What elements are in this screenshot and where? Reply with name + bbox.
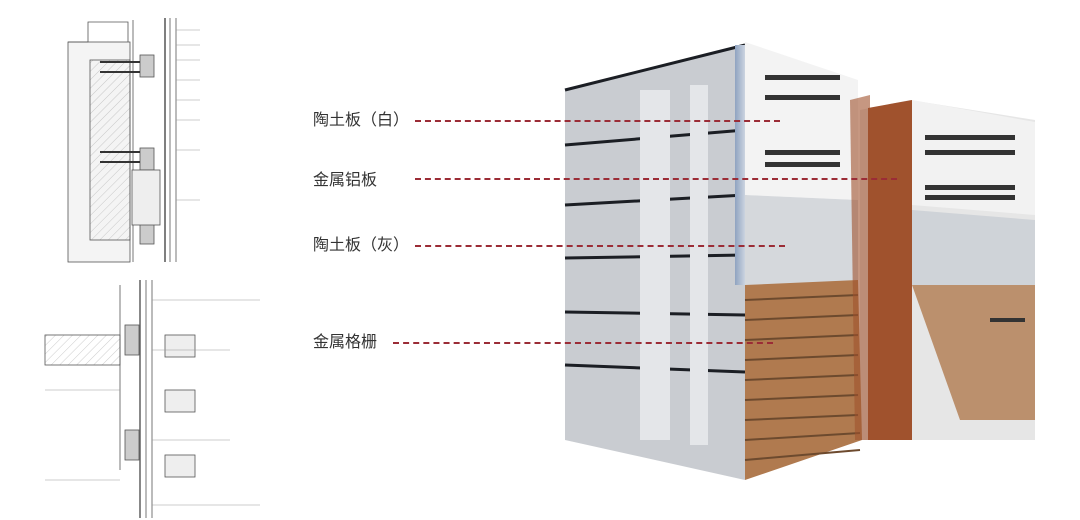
label-clay-panel-gray: 陶土板（灰） (313, 235, 410, 254)
label-clay-panel-white: 陶土板（白） (313, 110, 410, 129)
label-aluminum-panel: 金属铝板 (313, 170, 378, 189)
metal-grille-front (745, 280, 862, 480)
leader-line-clay-panel-gray (415, 245, 785, 247)
cad-detail-bottom (44, 280, 260, 518)
leader-line-aluminum-panel (415, 178, 897, 180)
gray-clay-panel-rear (912, 210, 1035, 285)
cad-detail-top (67, 18, 200, 263)
label-metal-grille: 金属格栅 (313, 332, 378, 351)
curtain-glass (735, 45, 747, 285)
white-clay-panel-front (745, 42, 858, 200)
terracotta-wall (868, 100, 912, 440)
leader-line-clay-panel-white (415, 120, 780, 122)
leader-line-metal-grille (393, 342, 773, 344)
gray-clay-panel-front (745, 195, 858, 285)
